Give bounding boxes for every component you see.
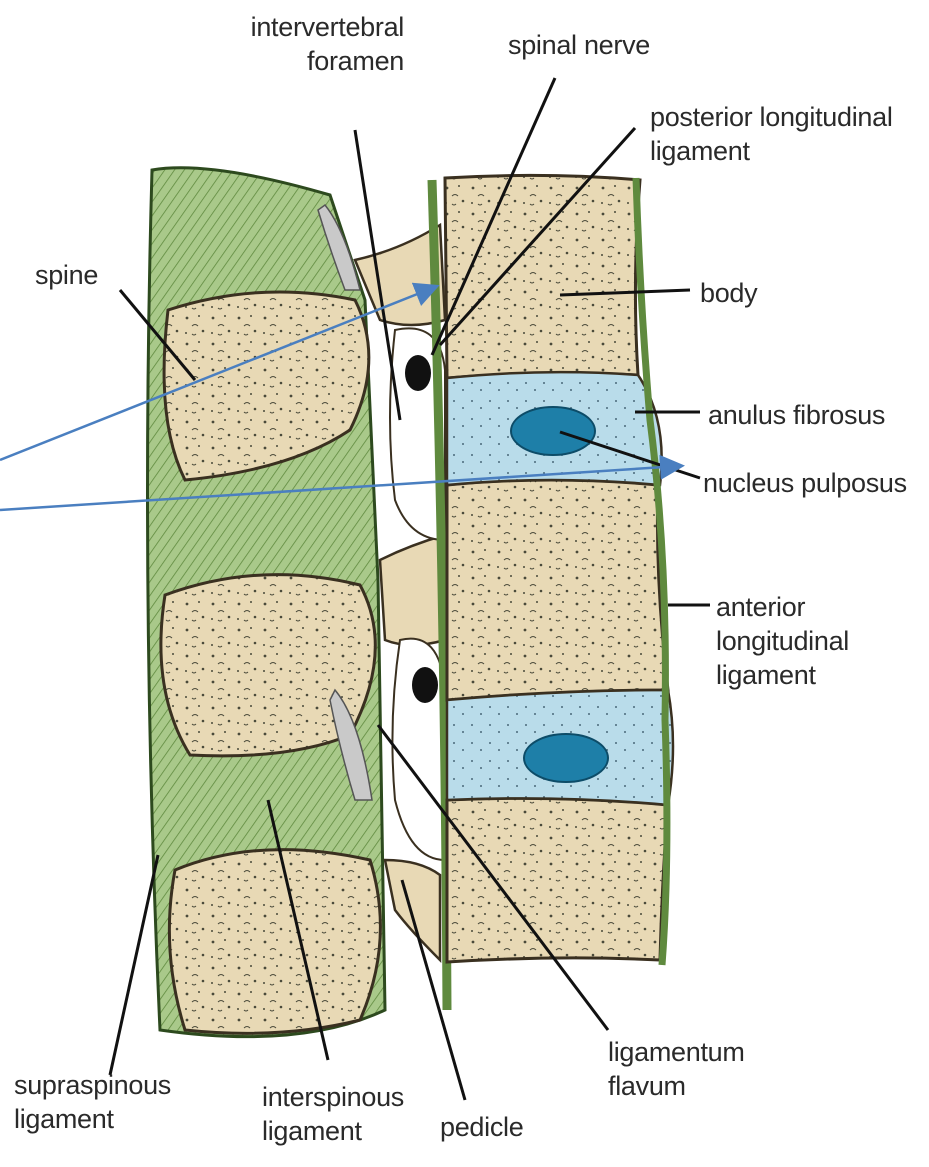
spinal-nerve-dot-lower [412,667,438,703]
label-interspinous-ligament: interspinous ligament [262,1080,404,1148]
label-anterior-longitudinal-ligament: anterior longitudinal ligament [716,590,849,692]
spinal-nerve-dot-upper [405,355,431,391]
label-body: body [700,276,757,310]
label-line: flavum [608,1069,745,1103]
label-spinal-nerve: spinal nerve [508,28,650,62]
pedicle-lower [385,860,440,960]
label-line: ligament [650,134,893,168]
label-line: ligament [262,1114,404,1148]
label-line: ligamentum [608,1035,745,1069]
vertebral-body-1 [445,175,640,378]
vertebral-body-3 [447,798,668,962]
label-line: ligament [14,1102,171,1136]
label-supraspinous-ligament: supraspinous ligament [14,1068,171,1136]
label-line: posterior longitudinal [650,100,893,134]
label-ligamentum-flavum: ligamentum flavum [608,1035,745,1103]
vertebral-body-2 [447,480,668,700]
label-line: supraspinous [14,1068,171,1102]
label-pedicle: pedicle [440,1110,523,1144]
nucleus-pulposus-2 [524,734,608,782]
label-line: interspinous [262,1080,404,1114]
label-line: longitudinal [716,624,849,658]
label-anulus-fibrosus: anulus fibrosus [708,398,885,432]
label-line: intervertebral [222,10,404,44]
label-intervertebral-foramen: intervertebral foramen [222,10,404,78]
label-line: ligament [716,658,849,692]
nucleus-pulposus-1 [511,407,595,455]
pedicle-middle [380,535,445,645]
label-posterior-longitudinal-ligament: posterior longitudinal ligament [650,100,893,168]
label-spine: spine [35,258,98,292]
spinous-process-3 [169,850,380,1034]
label-line: anterior [716,590,849,624]
label-line: foramen [222,44,404,78]
label-nucleus-pulposus: nucleus pulposus [703,466,907,500]
